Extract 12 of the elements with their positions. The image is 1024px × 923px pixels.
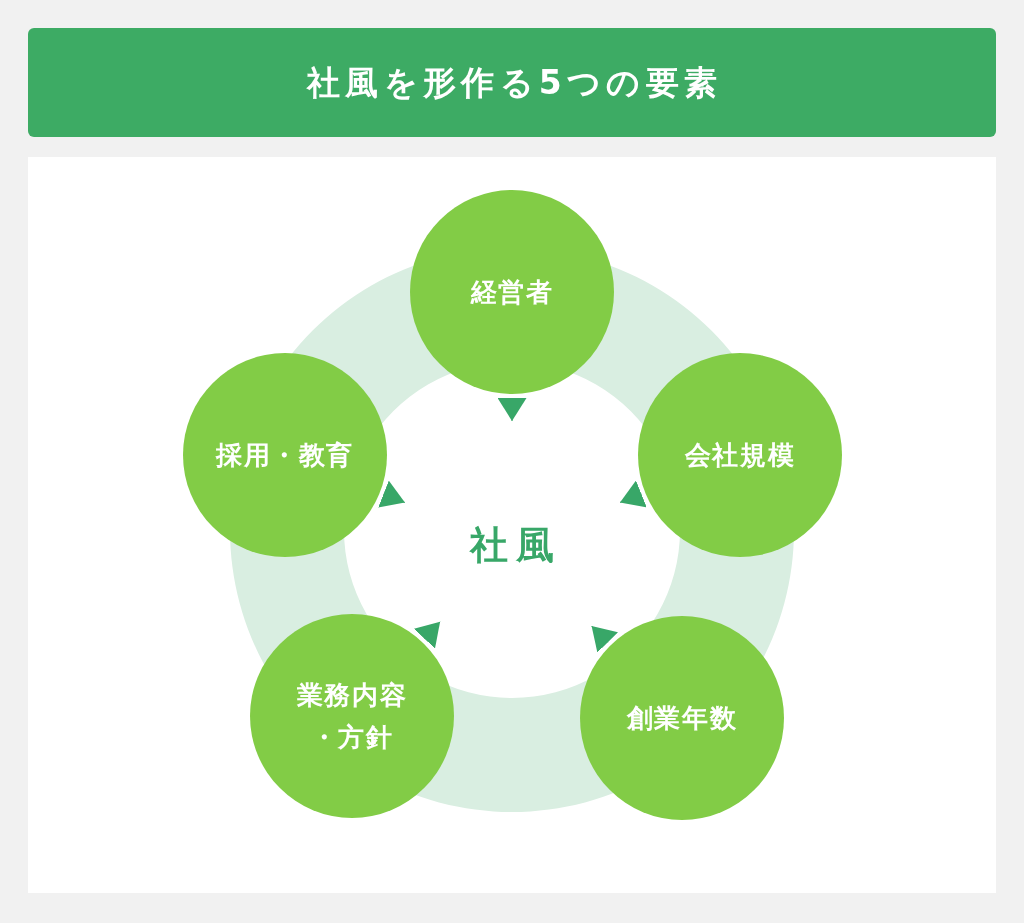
arrow [591,625,619,653]
title: 社風を形作る5つの要素 [305,61,723,104]
center-label: 社風 [468,521,563,569]
arrow [413,621,441,649]
node-label: 経営者 [470,276,554,309]
node-label: 業務内容・方針 [295,679,409,754]
node-label: 会社規模 [684,439,796,472]
arrow [497,397,527,422]
node-label: 採用・教育 [216,439,354,472]
arrow [378,480,406,508]
arrow [619,480,647,508]
node-label: 創業年数 [626,702,738,735]
